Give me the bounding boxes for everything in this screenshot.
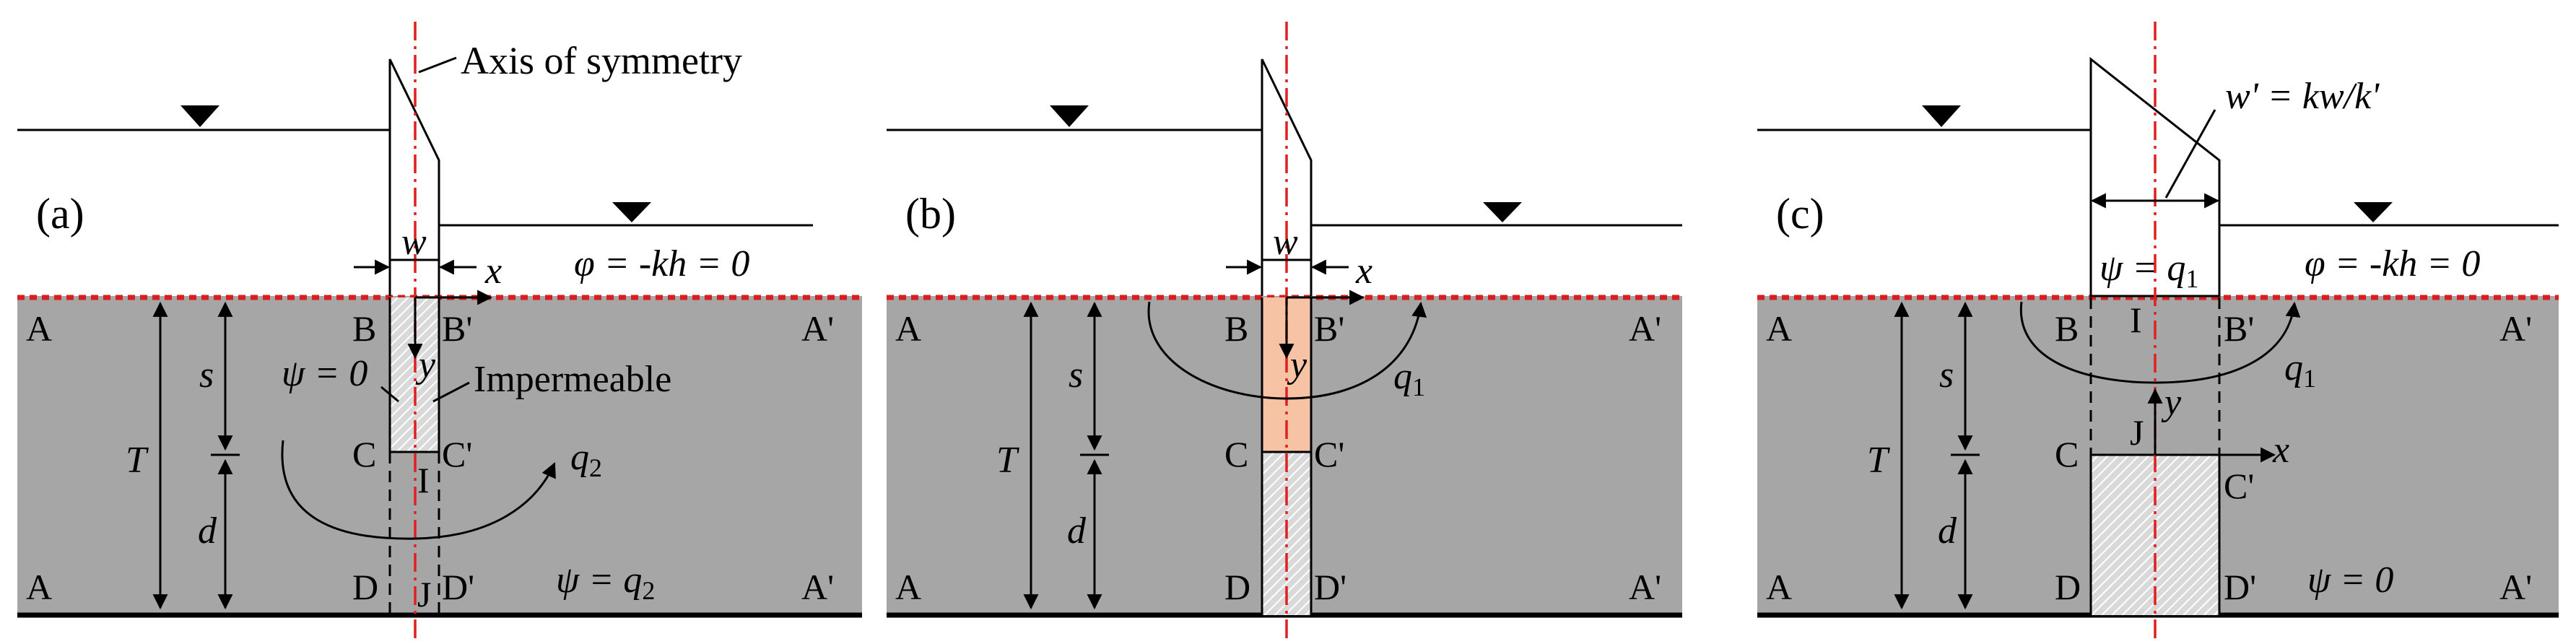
panel-b: w x y (b) A A' A A' B B' C C' D D' T s d… (887, 22, 1682, 644)
point-C-c: C (2055, 434, 2079, 474)
q1-label-c: q1 (2284, 347, 2316, 393)
T-label-a: T (126, 440, 149, 481)
point-A-prime-bottom-b: A' (1629, 567, 1661, 607)
d-label-c: d (1938, 510, 1957, 552)
point-A-prime-top-c: A' (2499, 308, 2532, 349)
w-label-b: w (1273, 222, 1298, 263)
s-label-c: s (1939, 354, 1954, 396)
x-label-b: x (1355, 251, 1372, 292)
point-A-prime-top-a: A' (801, 308, 834, 349)
psi-top-label-c: ψ = q1 (2099, 248, 2198, 293)
point-B-prime-c: B' (2224, 308, 2254, 349)
point-A-prime-top-b: A' (1629, 308, 1661, 349)
point-A-prime-bottom-a: A' (801, 567, 834, 607)
top-condition-a: φ = -kh = 0 (574, 243, 749, 284)
panel-tag-b: (b) (905, 190, 956, 238)
point-D-prime-c: D' (2224, 567, 2256, 607)
point-A-bottom-a: A (26, 567, 52, 607)
w-label-a: w (401, 222, 427, 263)
point-B-prime-b: B' (1314, 308, 1344, 349)
sheet-pile-a (388, 58, 440, 296)
point-B-c: B (2055, 308, 2079, 349)
water-level-symbol-a (180, 105, 219, 127)
d-label-a: d (198, 510, 217, 552)
flow-arrow-c (2019, 301, 2301, 384)
q2-label-a: q2 (570, 437, 602, 482)
impermeable-label-a: Impermeable (474, 359, 671, 400)
point-D-b: D (1224, 567, 1250, 607)
point-B-b: B (1224, 308, 1248, 349)
water-level-symbol-c2 (2354, 202, 2393, 222)
point-A-top-a: A (26, 308, 52, 349)
y-label-b: y (1287, 344, 1307, 386)
point-A-bottom-c: A (1766, 567, 1792, 607)
water-level-symbol-b2 (1483, 202, 1522, 222)
point-D-prime-a: D' (442, 567, 474, 607)
flow-arrow-a (281, 440, 556, 540)
point-A-top-c: A (1766, 308, 1792, 349)
T-label-c: T (1867, 440, 1890, 481)
point-I-a: I (417, 460, 430, 500)
sheet-pile-b (1261, 58, 1313, 296)
T-label-b: T (996, 440, 1019, 481)
point-C-prime-b: C' (1314, 434, 1344, 474)
axis-of-symmetry-label: Axis of symmetry (461, 39, 742, 82)
point-B-a: B (352, 308, 376, 349)
panel-a: Axis of symmetry w x y (a) φ = -kh = 0 A… (17, 22, 862, 644)
point-A-bottom-b: A (895, 567, 921, 607)
point-D-prime-b: D' (1314, 567, 1346, 607)
s-label-a: s (199, 354, 214, 396)
top-condition-c: φ = -kh = 0 (2305, 243, 2480, 284)
axis-leader-line (418, 56, 457, 74)
equivalent-pile-c (2089, 56, 2221, 297)
point-C-a: C (352, 434, 376, 474)
y-label-a: y (415, 344, 436, 386)
panel-tag-a: (a) (36, 190, 84, 238)
psi-zero-label-a: ψ = 0 (282, 353, 367, 394)
water-level-symbol-b (1050, 105, 1089, 127)
point-I-c: I (2130, 300, 2142, 340)
s-label-b: s (1069, 354, 1083, 396)
panel-c: w' = kw/k' ψ = q1 φ = -kh = 0 (c) x y A … (1757, 22, 2559, 644)
point-A-prime-bottom-c: A' (2499, 567, 2532, 607)
d-label-b: d (1067, 510, 1087, 552)
bottom-condition-c: ψ = 0 (2307, 560, 2393, 601)
flow-arrow-b (1147, 301, 1427, 400)
water-level-symbol-a2 (612, 202, 651, 222)
point-D-a: D (352, 567, 378, 607)
panel-tag-c: (c) (1776, 190, 1824, 238)
y-label-c: y (2161, 382, 2182, 423)
point-A-top-b: A (895, 308, 921, 349)
point-B-prime-a: B' (442, 308, 472, 349)
width-formula-c: w' = kw/k' (2225, 76, 2380, 117)
point-J-c: J (2130, 412, 2144, 453)
wprime-leader-c (2164, 109, 2216, 199)
point-C-b: C (1224, 434, 1248, 474)
x-label-c: x (2272, 430, 2289, 471)
bottom-condition-a: ψ = q2 (556, 560, 655, 605)
point-C-prime-c: C' (2224, 466, 2254, 506)
point-C-prime-a: C' (442, 434, 472, 474)
point-D-c: D (2055, 567, 2081, 607)
point-J-a: J (417, 574, 431, 614)
water-level-symbol-c (1922, 105, 1961, 127)
x-label-a: x (484, 251, 502, 292)
q1-label-b: q1 (1393, 356, 1425, 401)
